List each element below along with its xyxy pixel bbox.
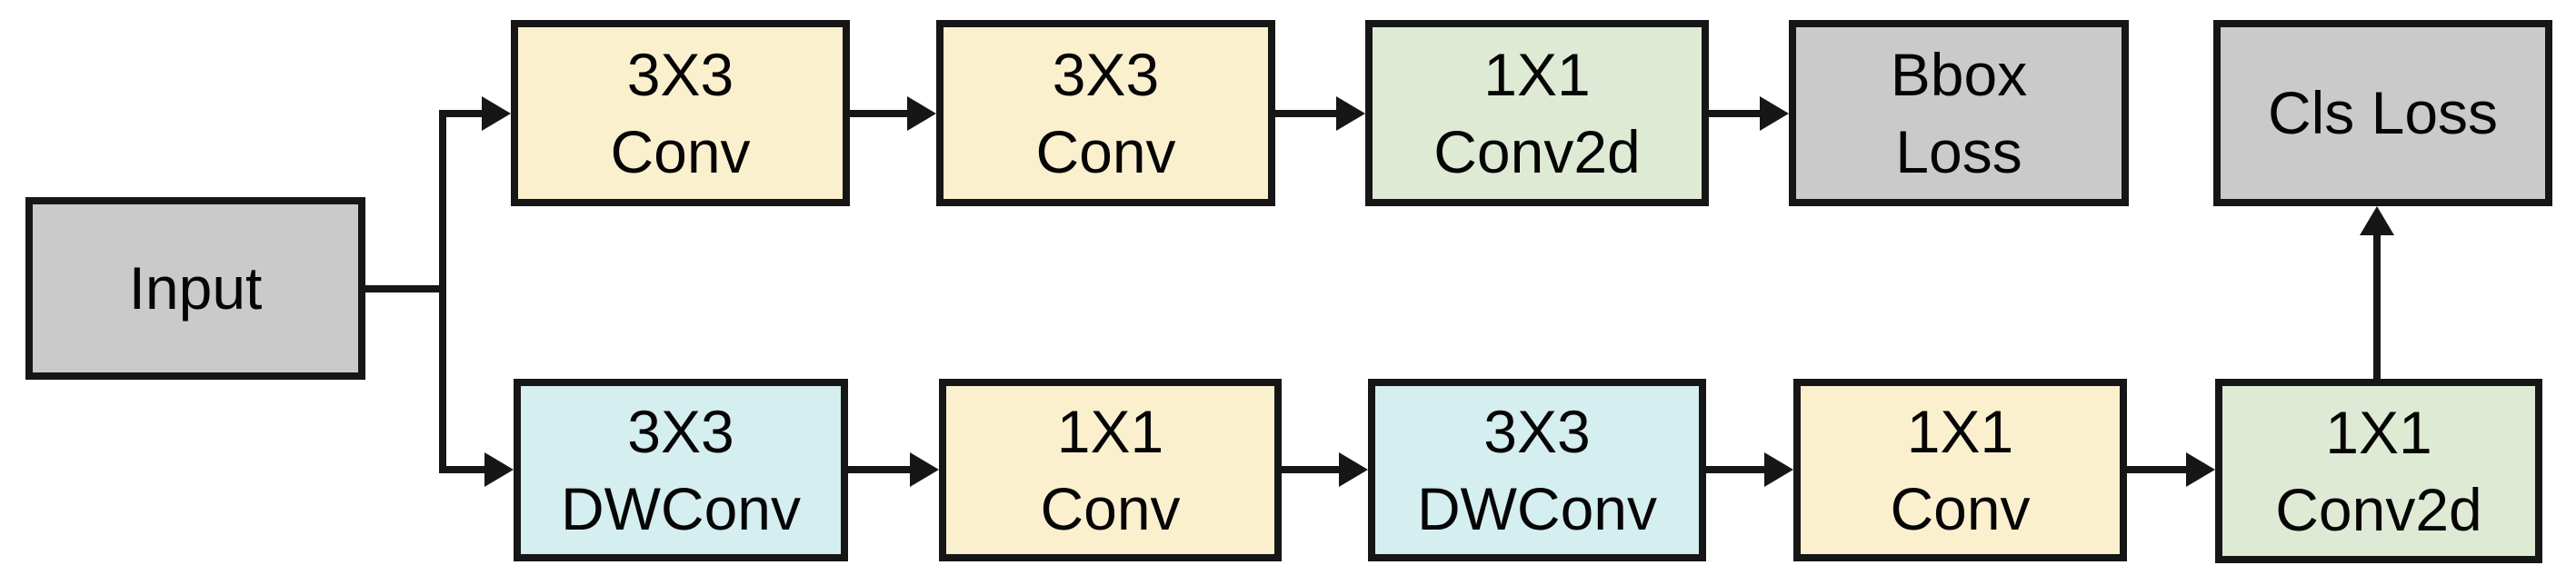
conv3x3-node-1: 3X3 Conv [511,20,850,206]
edge-dwconv1-to-conv1x1a [848,466,910,473]
bbox-loss-line1: Bbox [1890,41,2028,109]
arrowhead-icon-dwconv2 [1339,452,1368,487]
arrowhead-icon-conv1x1b [1764,452,1793,487]
conv3x3-1-line1: 3X3 [626,41,734,109]
dwconv2-line1: 3X3 [1483,398,1591,466]
dwconv3x3-node-1: 3X3 DWConv [514,379,848,561]
edge-input-stem [365,285,443,292]
conv2d-bbox-line1: 1X1 [1483,41,1591,109]
cls-loss-node: Cls Loss [2213,20,2552,206]
conv2d-bbox-line2: Conv2d [1433,117,1641,185]
arrowhead-icon-bbox-loss [1760,96,1789,131]
edge-input-to-conv1 [439,110,482,117]
edge-conv2d-cls-to-cls-loss [2373,232,2381,379]
arrowhead-icon-conv2 [907,96,936,131]
bbox-loss-node: Bbox Loss [1789,20,2129,206]
conv3x3-node-2: 3X3 Conv [936,20,1275,206]
conv2d1x1-cls-node: 1X1 Conv2d [2215,379,2542,563]
conv2d-cls-line1: 1X1 [2325,399,2432,467]
dwconv2-line2: DWConv [1416,474,1658,542]
conv1x1-node-2: 1X1 Conv [1793,379,2127,561]
conv3x3-1-line2: Conv [610,117,751,185]
edge-conv1x1b-to-conv2d-cls [2127,466,2186,473]
dwconv1-line1: 3X3 [627,398,734,466]
conv1x1-1-line2: Conv [1040,474,1181,542]
dwconv1-line2: DWConv [560,474,802,542]
arrowhead-icon-conv2d-cls [2186,452,2215,487]
conv2d1x1-bbox-node: 1X1 Conv2d [1365,20,1709,206]
arrowhead-icon-conv1 [482,96,511,131]
conv1x1-node-1: 1X1 Conv [939,379,1282,561]
edge-conv2-to-conv2d-bbox [1275,110,1336,117]
conv1x1-1-line1: 1X1 [1056,398,1164,466]
conv1x1-2-line1: 1X1 [1906,398,2014,466]
cls-loss-label: Cls Loss [2267,79,2499,147]
bbox-loss-line2: Loss [1895,117,2022,185]
conv1x1-2-line2: Conv [1890,474,2031,542]
edge-dwconv2-to-conv1x1b [1706,466,1764,473]
input-node: Input [25,197,365,380]
edge-conv1-to-conv2 [850,110,907,117]
dwconv3x3-node-2: 3X3 DWConv [1368,379,1706,561]
edge-conv2d-bbox-to-bbox-loss [1709,110,1760,117]
conv3x3-2-line2: Conv [1035,117,1176,185]
conv3x3-2-line1: 3X3 [1052,41,1160,109]
arrowhead-icon-conv2d-bbox [1336,96,1365,131]
arrowhead-icon-dwconv1 [484,452,514,487]
arrowhead-icon-conv1x1a [910,452,939,487]
edge-conv1x1a-to-dwconv2 [1282,466,1339,473]
conv2d-cls-line2: Conv2d [2275,475,2482,543]
arrowhead-icon-cls-loss [2360,206,2394,235]
input-label: Input [128,254,263,322]
edge-input-to-dwconv1 [439,466,484,473]
edge-branch-trunk [439,110,446,473]
